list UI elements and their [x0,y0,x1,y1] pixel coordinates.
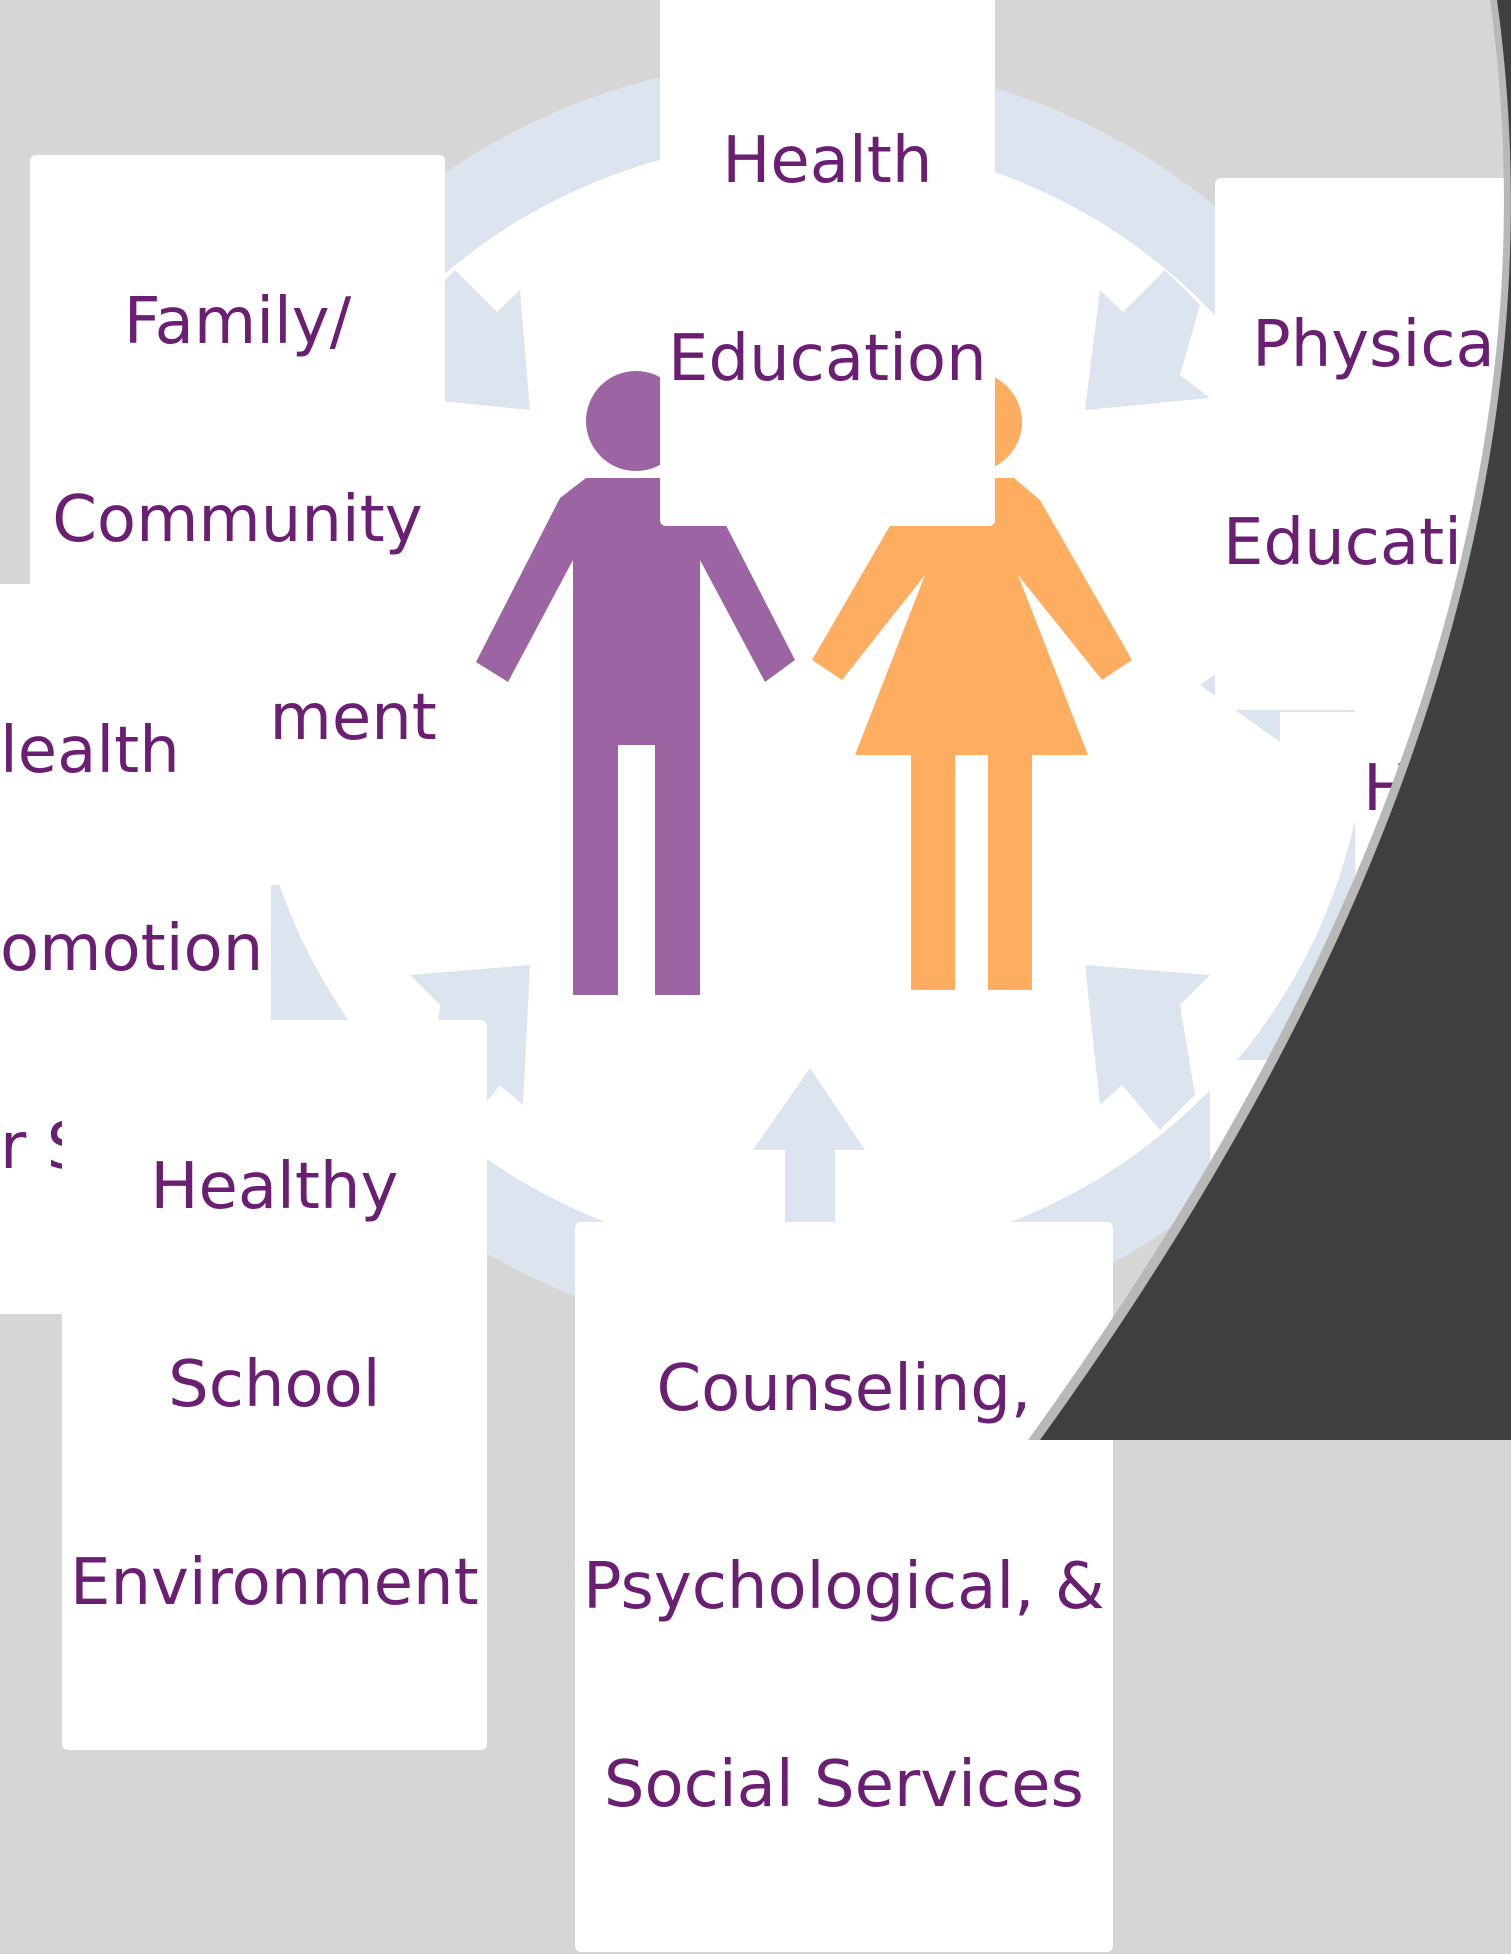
label-health-promotion-staff: lealth omotion r Staff [0,584,272,1314]
label-counseling-psychological-social-services: Counseling, Psychological, & Social Serv… [575,1222,1113,1952]
label-health-services: He Se [1355,622,1451,1154]
label-health-education: Health Education [660,0,995,526]
label-healthy-school-environment: Healthy School Environment [62,1020,487,1750]
arrow-bottom-icon [753,1068,865,1260]
label-nutrition-services: N [1210,1060,1300,1394]
male-figure-body [476,478,795,995]
